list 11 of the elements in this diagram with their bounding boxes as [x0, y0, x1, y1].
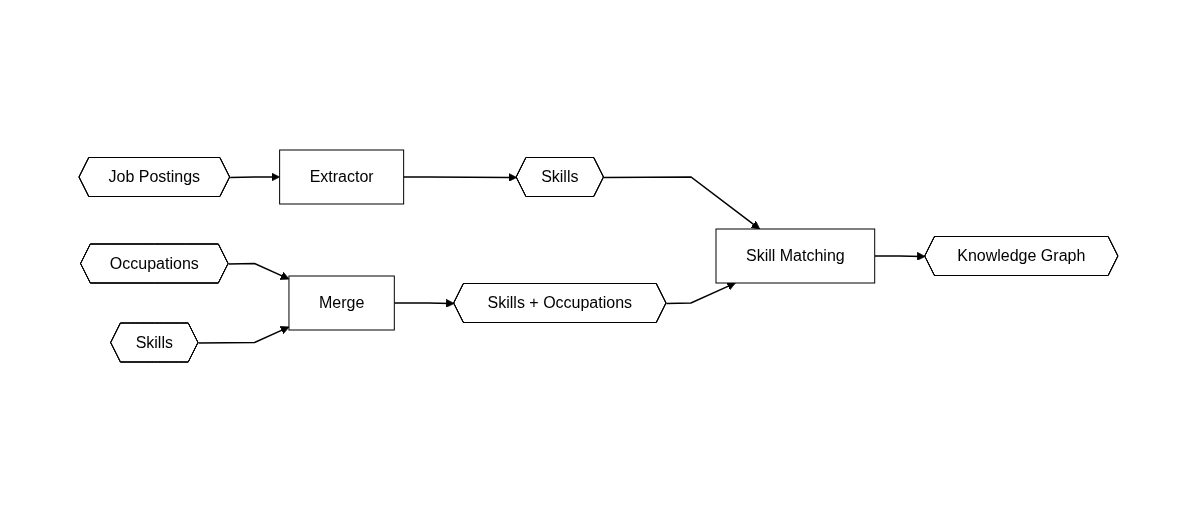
node-box: Extractor — [279, 149, 405, 205]
arrow — [665, 282, 736, 305]
arrow — [229, 172, 281, 182]
node-box: Merge — [288, 275, 395, 331]
arrow — [402, 173, 518, 182]
arrow — [874, 251, 926, 261]
arrow — [227, 262, 290, 280]
arrow — [197, 326, 290, 344]
arrow — [603, 176, 761, 230]
arrow — [393, 298, 455, 308]
node-box: Skill Matching — [715, 228, 876, 284]
